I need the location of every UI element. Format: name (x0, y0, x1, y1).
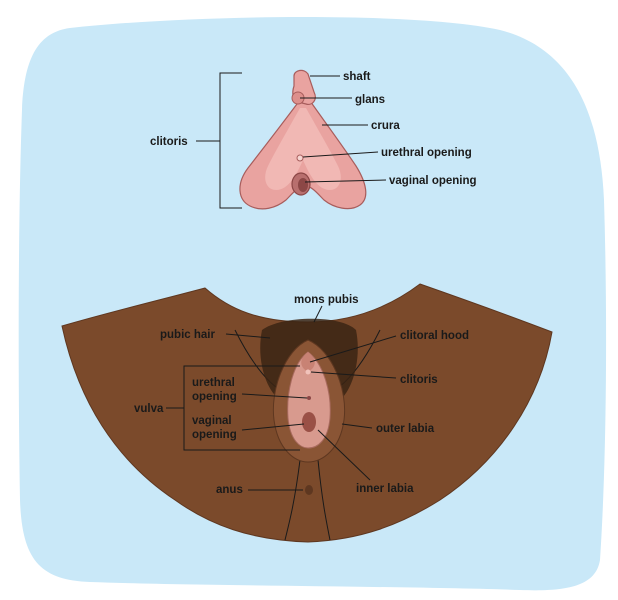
label-vaginal-line1: vaginal (192, 415, 232, 427)
label-clitoral-hood: clitoral hood (400, 330, 469, 342)
vulva-illustration (61, 283, 553, 543)
label-vulva-group: vulva (134, 403, 164, 415)
label-anus: anus (216, 484, 243, 496)
label-clitoris-group: clitoris (150, 136, 188, 148)
clitoris-bracket (196, 72, 242, 209)
label-shaft: shaft (343, 71, 371, 83)
label-pubic-hair: pubic hair (160, 329, 215, 341)
label-mons-pubis: mons pubis (294, 294, 359, 306)
label-outer-labia: outer labia (376, 423, 435, 435)
label-crura: crura (371, 120, 400, 132)
label-urethral-line1: urethral (192, 377, 235, 389)
label-clitoris: clitoris (400, 374, 438, 386)
label-vaginal-opening-top: vaginal opening (389, 175, 477, 187)
label-glans: glans (355, 94, 385, 106)
label-urethral-line2: opening (192, 391, 237, 403)
label-urethral-opening-top: urethral opening (381, 147, 472, 159)
label-vaginal-line2: opening (192, 429, 237, 441)
vulva-bracket (166, 365, 300, 451)
label-inner-labia: inner labia (356, 483, 414, 495)
